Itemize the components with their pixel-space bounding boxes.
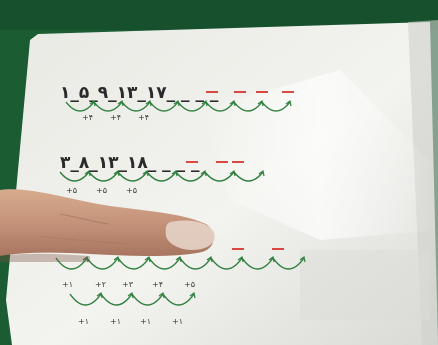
arrow-head-icon	[84, 169, 91, 177]
step-label: +۲	[95, 280, 106, 289]
arrow-head-icon	[206, 255, 213, 263]
hop-arc	[131, 293, 164, 306]
step-label: +۴	[82, 113, 93, 122]
arrow-head-icon	[237, 255, 244, 263]
hop-arc	[261, 101, 291, 112]
hop-arcs-row-1	[65, 99, 292, 112]
hop-arc	[117, 171, 148, 182]
hop-arc	[100, 293, 133, 306]
arrow-head-icon	[257, 99, 264, 107]
arrow-head-icon	[142, 169, 149, 177]
hop-arc	[121, 101, 151, 112]
hop-arc	[55, 257, 88, 270]
hop-arc	[205, 101, 235, 112]
hop-arc	[179, 257, 212, 270]
step-label: +۱	[62, 280, 73, 289]
step-label: +۱	[172, 317, 183, 326]
arrow-head-icon	[258, 169, 265, 177]
hop-arc	[233, 101, 263, 112]
arrow-head-icon	[200, 169, 207, 177]
arrow-head-icon	[229, 169, 236, 177]
sequence-text-row-2: ۳_۸_۱۳_۱۸_ _ _ _	[60, 153, 200, 173]
step-label: +۴	[138, 113, 149, 122]
hop-arc	[59, 171, 90, 182]
arrow-head-icon	[89, 99, 96, 107]
arrow-head-icon	[113, 255, 120, 263]
hop-arc	[233, 171, 264, 182]
arrow-head-icon	[158, 291, 165, 299]
hop-arc	[177, 101, 207, 112]
sequence-row-3: +۱ +۲ +۳ +۴ +۵	[55, 248, 306, 289]
arrow-head-icon	[299, 255, 306, 263]
step-label: +۱	[78, 317, 89, 326]
step-label: +۴	[110, 113, 121, 122]
hop-arc	[162, 293, 195, 306]
step-label: +۳	[122, 280, 134, 289]
fingernail	[165, 220, 215, 250]
step-label: +۵	[126, 186, 137, 195]
hop-arc	[88, 171, 119, 182]
arrow-head-icon	[229, 99, 236, 107]
step-label: +۵	[96, 186, 107, 195]
hop-arc	[93, 101, 123, 112]
arrow-head-icon	[285, 99, 292, 107]
hop-arcs-row-3	[55, 255, 306, 270]
step-label: +۱	[110, 317, 121, 326]
arrow-head-icon	[144, 255, 151, 263]
arrow-head-icon	[145, 99, 152, 107]
arrow-head-icon	[189, 291, 196, 299]
sequence-row-1: ۱_۵_۹_۱۳_۱۷_ _ _ _ +۴ +۴ +۴	[60, 83, 294, 122]
light-streak	[200, 70, 438, 240]
arrow-head-icon	[173, 99, 180, 107]
hop-arc	[117, 257, 150, 270]
step-label: +۴	[152, 280, 163, 289]
arrow-head-icon	[175, 255, 182, 263]
step-label: +۵	[66, 186, 77, 195]
step-label: +۵	[184, 280, 195, 289]
hop-arcs-row-4	[69, 291, 196, 306]
arrow-head-icon	[201, 99, 208, 107]
sequence-row-4: +۱ +۱ +۱ +۱	[69, 291, 196, 326]
arrow-head-icon	[127, 291, 134, 299]
arrow-head-icon	[268, 255, 275, 263]
arrow-head-icon	[117, 99, 124, 107]
step-label: +۱	[140, 317, 151, 326]
arrow-head-icon	[171, 169, 178, 177]
arrow-head-icon	[82, 255, 89, 263]
hop-arc	[65, 101, 95, 112]
hop-arc	[241, 257, 274, 270]
sequence-row-2: ۳_۸_۱۳_۱۸_ _ _ _ +۵ +۵ +۵	[59, 153, 265, 195]
hop-arc	[210, 257, 243, 270]
pointing-finger	[0, 189, 215, 262]
hop-arc	[272, 257, 305, 270]
hop-arcs-row-2	[59, 169, 265, 182]
hop-arc	[175, 171, 206, 182]
hop-arc	[204, 171, 235, 182]
sequence-text-row-1: ۱_۵_۹_۱۳_۱۷_ _ _ _	[60, 83, 219, 103]
arrow-head-icon	[96, 291, 103, 299]
hop-arc	[146, 171, 177, 182]
hop-arc	[148, 257, 181, 270]
hop-arc	[69, 293, 102, 306]
arrow-head-icon	[113, 169, 120, 177]
hop-arc	[149, 101, 179, 112]
hop-arc	[86, 257, 119, 270]
